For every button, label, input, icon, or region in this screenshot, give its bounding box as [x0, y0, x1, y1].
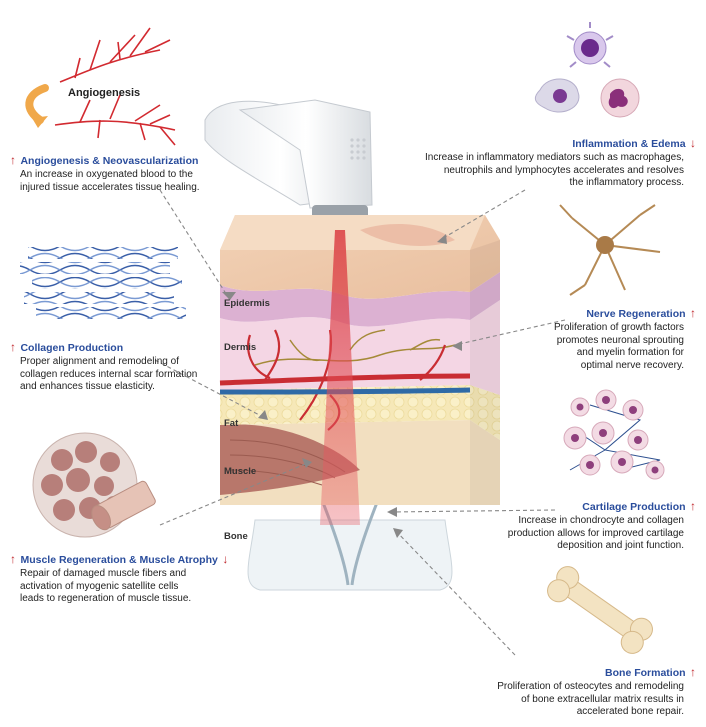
section-text-line: activation of myogenic satellite cells [20, 580, 179, 592]
section-text-line: Repair of damaged muscle fibers and [20, 568, 187, 579]
section-text-line: promotes neuronal sprouting [556, 334, 684, 346]
section-text-line: Proliferation of growth factors [553, 322, 684, 333]
section-title: Nerve Regeneration [586, 308, 686, 320]
section-collagen: ↑ Collagen Production Proper alignment a… [10, 338, 230, 394]
section-title: Bone Formation [605, 667, 686, 679]
curved-arrow-icon [25, 84, 49, 124]
section-text-line: and enhances tissue elasticity. [20, 381, 155, 392]
section-title: Inflammation & Edema [572, 138, 686, 150]
section-text-line: production allows for improved cartilage [507, 527, 684, 539]
section-text-line: optimal nerve recovery. [580, 359, 684, 371]
laser-handpiece-illustration [204, 99, 373, 231]
section-text-line: Proliferation of osteocytes and remodeli… [497, 681, 684, 692]
pointer-lines [154, 189, 566, 656]
down-arrow-icon: ↓ [690, 136, 696, 150]
section-title: Cartilage Production [582, 501, 686, 513]
section-muscle: ↑ Muscle Regeneration & Muscle Atrophy ↓… [10, 550, 240, 606]
section-title: Muscle Regeneration & Muscle Atrophy [20, 554, 218, 566]
chondrocytes-illustration [563, 389, 665, 480]
up-arrow-icon: ↑ [10, 552, 16, 566]
muscle-bundle-illustration [32, 432, 156, 538]
section-inflammation: Inflammation & Edema ↓ Increase in infla… [416, 134, 696, 190]
section-text-line: leads to regeneration of muscle tissue. [20, 593, 192, 604]
section-text-line: Increase in chondrocyte and collagen [518, 515, 684, 526]
layer-label-bone: Bone [224, 531, 248, 542]
up-arrow-icon: ↑ [690, 499, 696, 513]
angiogenesis-diagram-label: Angiogenesis [68, 87, 141, 99]
laser-beam [320, 230, 360, 525]
section-text-line: accelerated bone repair. [576, 706, 684, 717]
section-nerve: Nerve Regeneration ↑ Proliferation of gr… [496, 304, 696, 372]
up-arrow-icon: ↑ [690, 306, 696, 320]
section-title: Collagen Production [20, 342, 124, 354]
section-text-line: and myelin formation for [576, 347, 684, 358]
section-text-line: Increase in inflammatory mediators such … [424, 152, 684, 163]
section-text-line: An increase in oxygenated blood to the [20, 169, 193, 180]
up-arrow-icon: ↑ [690, 665, 696, 679]
layer-label-muscle: Muscle [224, 466, 257, 477]
layer-label-fat: Fat [224, 418, 239, 429]
section-angiogenesis: ↑ Angiogenesis & Neovascularization An i… [10, 151, 230, 194]
tissue-cross-section [219, 215, 500, 591]
angiogenesis-vessels-illustration [54, 27, 176, 146]
up-arrow-icon: ↑ [10, 153, 16, 167]
up-arrow-icon: ↑ [10, 340, 16, 354]
section-title: Angiogenesis & Neovascularization [20, 155, 199, 167]
section-cartilage: Cartilage Production ↑ Increase in chond… [476, 497, 696, 553]
neuron-illustration [559, 204, 661, 296]
section-text-line: Proper alignment and remodeling of [20, 356, 179, 367]
section-text-line: of bone extracellular matrix results in [521, 693, 684, 705]
section-text-line: collagen reduces internal scar formation [20, 368, 198, 380]
layer-label-epidermis: Epidermis [224, 298, 270, 309]
collagen-helix-illustration [20, 247, 186, 319]
layer-label-dermis: Dermis [224, 342, 257, 353]
immune-cells-illustration [534, 22, 640, 118]
section-text-line: the inflammatory process. [569, 177, 685, 188]
section-text-line: neutrophils and lymphocytes accelerates … [443, 164, 684, 176]
section-bone: Bone Formation ↑ Proliferation of osteoc… [466, 663, 696, 719]
down-arrow-icon: ↓ [222, 552, 229, 566]
section-text-line: injured tissue accelerates tissue healin… [20, 181, 200, 193]
bone-illustration [547, 566, 653, 654]
section-text-line: deposition and joint function. [557, 540, 684, 551]
